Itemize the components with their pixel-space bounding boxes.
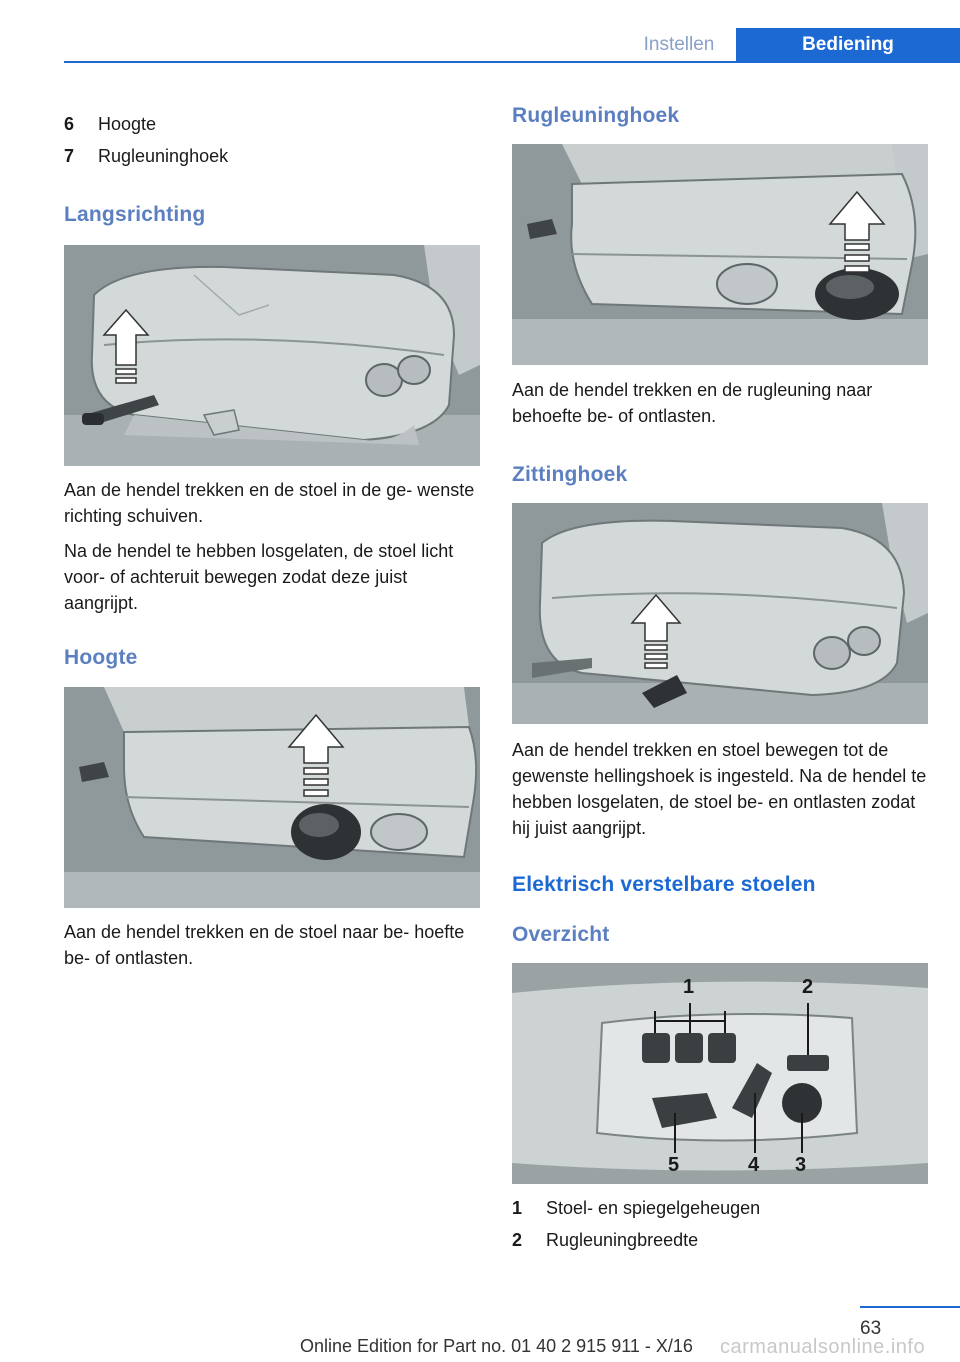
list-item: 6 Hoogte [64, 108, 480, 140]
list-item-label: Hoogte [98, 114, 157, 134]
list-item: 1 Stoel- en spiegelgeheugen [512, 1192, 928, 1224]
seat-illustration [64, 245, 480, 466]
paragraph: Aan de hendel trekken en de stoel in de … [64, 480, 475, 526]
watermark: carmanualsonline.info [720, 1336, 926, 1358]
tab-bediening[interactable]: Bediening [736, 28, 960, 61]
section-title-rugleuninghoek: Rugleuninghoek [512, 104, 680, 127]
list-item-number: 2 [512, 1230, 523, 1250]
left-column: 6 Hoogte 7 Rugleuninghoek [64, 108, 480, 172]
figure-label-5: 5 [668, 1154, 679, 1176]
footer-edition: Online Edition for Part no. 01 40 2 915 … [300, 1336, 693, 1356]
list-item: 7 Rugleuninghoek [64, 140, 480, 172]
figure-label-1: 1 [683, 976, 694, 998]
control-panel-illustration: 1 2 3 4 5 [512, 963, 928, 1184]
section-title-hoogte: Hoogte [64, 646, 138, 669]
tab-instellen[interactable]: Instellen [622, 28, 736, 61]
section-title-langsrichting: Langsrichting [64, 203, 206, 226]
figure-seat-control-panel: 1 2 3 4 5 [512, 963, 928, 1184]
figure-label-3: 3 [795, 1154, 806, 1176]
header-divider [64, 61, 960, 63]
seat-illustration [64, 687, 480, 908]
figure-label-2: 2 [802, 976, 813, 998]
section-title-elektrisch: Elektrisch verstelbare stoelen [512, 873, 816, 896]
footer-divider [860, 1306, 960, 1308]
legend-list-top: 6 Hoogte 7 Rugleuninghoek [64, 108, 480, 172]
list-item-label: Rugleuningbreedte [546, 1230, 699, 1250]
list-item-label: Stoel- en spiegelgeheugen [546, 1198, 761, 1218]
seat-illustration [512, 144, 928, 365]
paragraph: Aan de hendel trekken en de stoel naar b… [64, 922, 465, 968]
figure-seat-longitudinal [64, 245, 480, 466]
figure-seat-height [64, 687, 480, 908]
section-title-zittinghoek: Zittinghoek [512, 463, 628, 486]
section-subtitle-overzicht: Overzicht [512, 923, 610, 946]
seat-illustration [512, 503, 928, 724]
page-number: 63 [860, 1318, 882, 1339]
figure-seat-cushion-angle [512, 503, 928, 724]
figure-label-4: 4 [748, 1154, 760, 1176]
list-item: 2 Rugleuningbreedte [512, 1224, 928, 1256]
paragraph: Aan de hendel trekken en de rugleuning n… [512, 380, 873, 426]
list-item-number: 1 [512, 1198, 523, 1218]
paragraph: Aan de hendel trekken en stoel bewegen t… [512, 740, 927, 838]
figure-seat-backrest-angle [512, 144, 928, 365]
list-item-label: Rugleuninghoek [98, 146, 229, 166]
legend-list-bottom: 1 Stoel- en spiegelgeheugen 2 Rugleuning… [512, 1192, 928, 1256]
list-item-number: 6 [64, 114, 75, 134]
list-item-number: 7 [64, 146, 75, 166]
paragraph: Na de hendel te hebben losgelaten, de st… [64, 541, 454, 613]
